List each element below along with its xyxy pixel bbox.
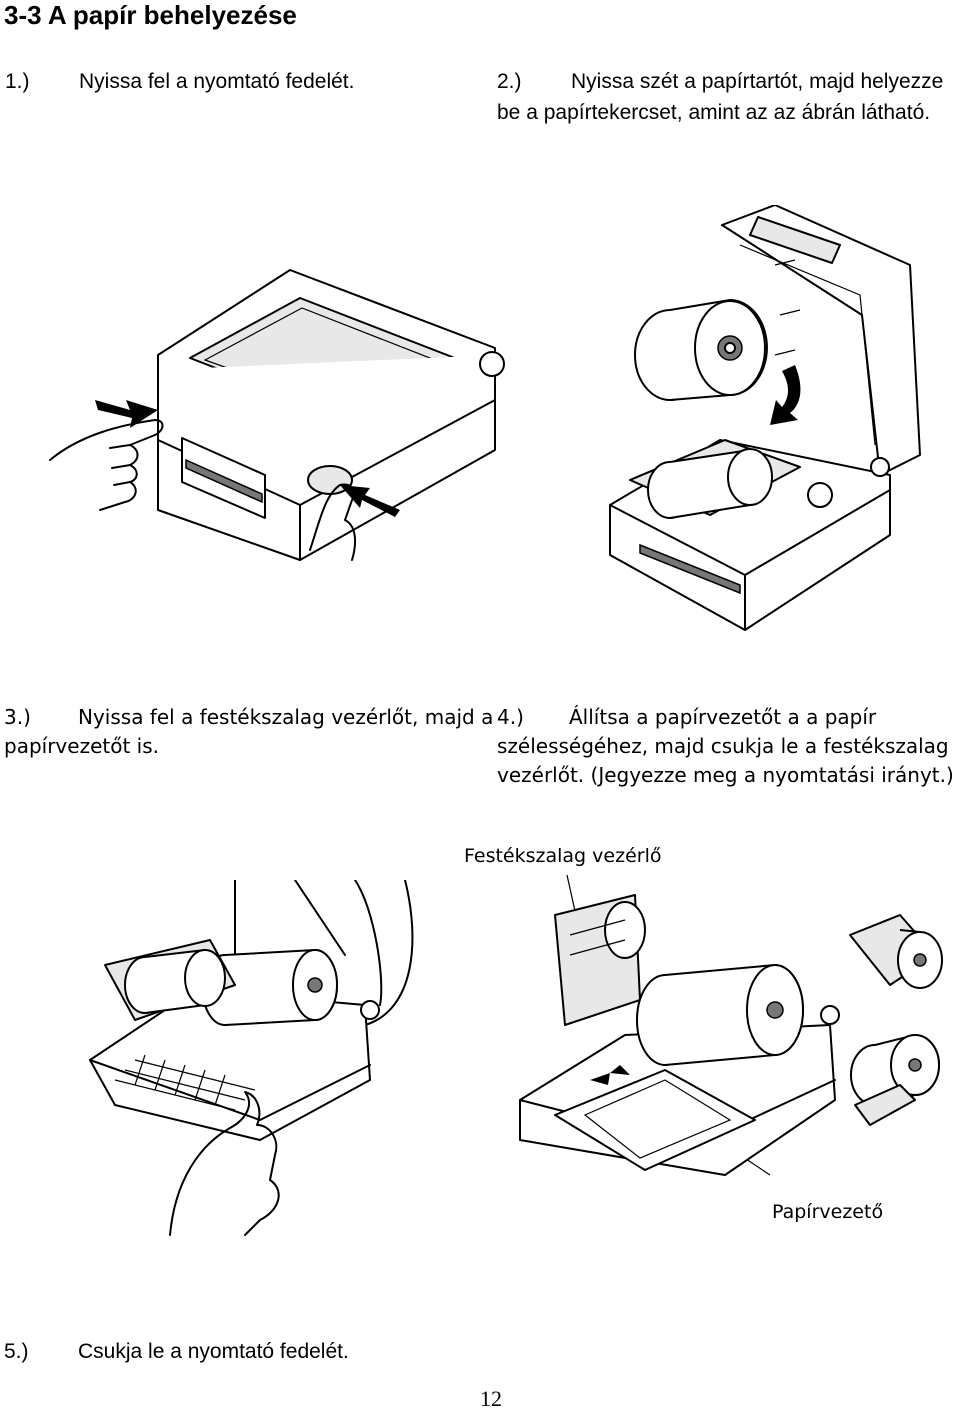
step-5-text: Csukja le a nyomtató fedelét.: [78, 1340, 349, 1363]
page-number: 12: [480, 1386, 502, 1411]
step-2-text-line-1: Nyissa szét a papírtartót, majd helyezze: [571, 70, 944, 93]
step-5-number: 5.): [4, 1340, 29, 1363]
step-1: 1.) Nyissa fel a nyomtató fedelét.: [5, 66, 354, 97]
figure-adjust-paper-guide: [519, 875, 943, 1176]
ribbon-guide-label: Festékszalag vezérlő: [464, 845, 662, 867]
figure-open-ribbon-guide: [89, 880, 414, 1236]
step-4: 4.) Állítsa a papírvezetőt a a papír szél…: [497, 703, 954, 790]
step-5: 5.) Csukja le a nyomtató fedelét.: [4, 1336, 349, 1367]
step-2: 2.) Nyissa szét a papírtartót, majd helye…: [497, 66, 943, 128]
step-3: 3.) Nyissa fel a festékszalag vezérlőt, m…: [4, 703, 493, 761]
step-1-text: Nyissa fel a nyomtató fedelét.: [79, 70, 355, 93]
figure-open-cover: [49, 269, 505, 561]
step-4-text-line-3: vezérlőt. (Jegyezze meg a nyomtatási irá…: [497, 763, 954, 787]
step-3-number: 3.): [4, 705, 31, 729]
paper-guide-label: Papírvezető: [772, 1201, 884, 1223]
step-2-text-line-2: be a papírtekercset, amint az az ábrán l…: [497, 101, 931, 124]
step-3-text-line-1: Nyissa fel a festékszalag vezérlőt, majd…: [78, 705, 494, 729]
step-4-text-line-1: Állítsa a papírvezetőt a a papír: [569, 705, 877, 729]
step-1-number: 1.): [5, 70, 30, 93]
step-2-number: 2.): [497, 70, 522, 93]
figure-insert-paper-roll: [609, 205, 921, 631]
section-heading: 3-3 A papír behelyezése: [4, 0, 297, 30]
step-4-text-line-2: szélességéhez, majd csukja le a festéksz…: [497, 734, 949, 758]
step-4-number: 4.): [497, 705, 524, 729]
step-3-text-line-2: papírvezetőt is.: [4, 734, 159, 758]
